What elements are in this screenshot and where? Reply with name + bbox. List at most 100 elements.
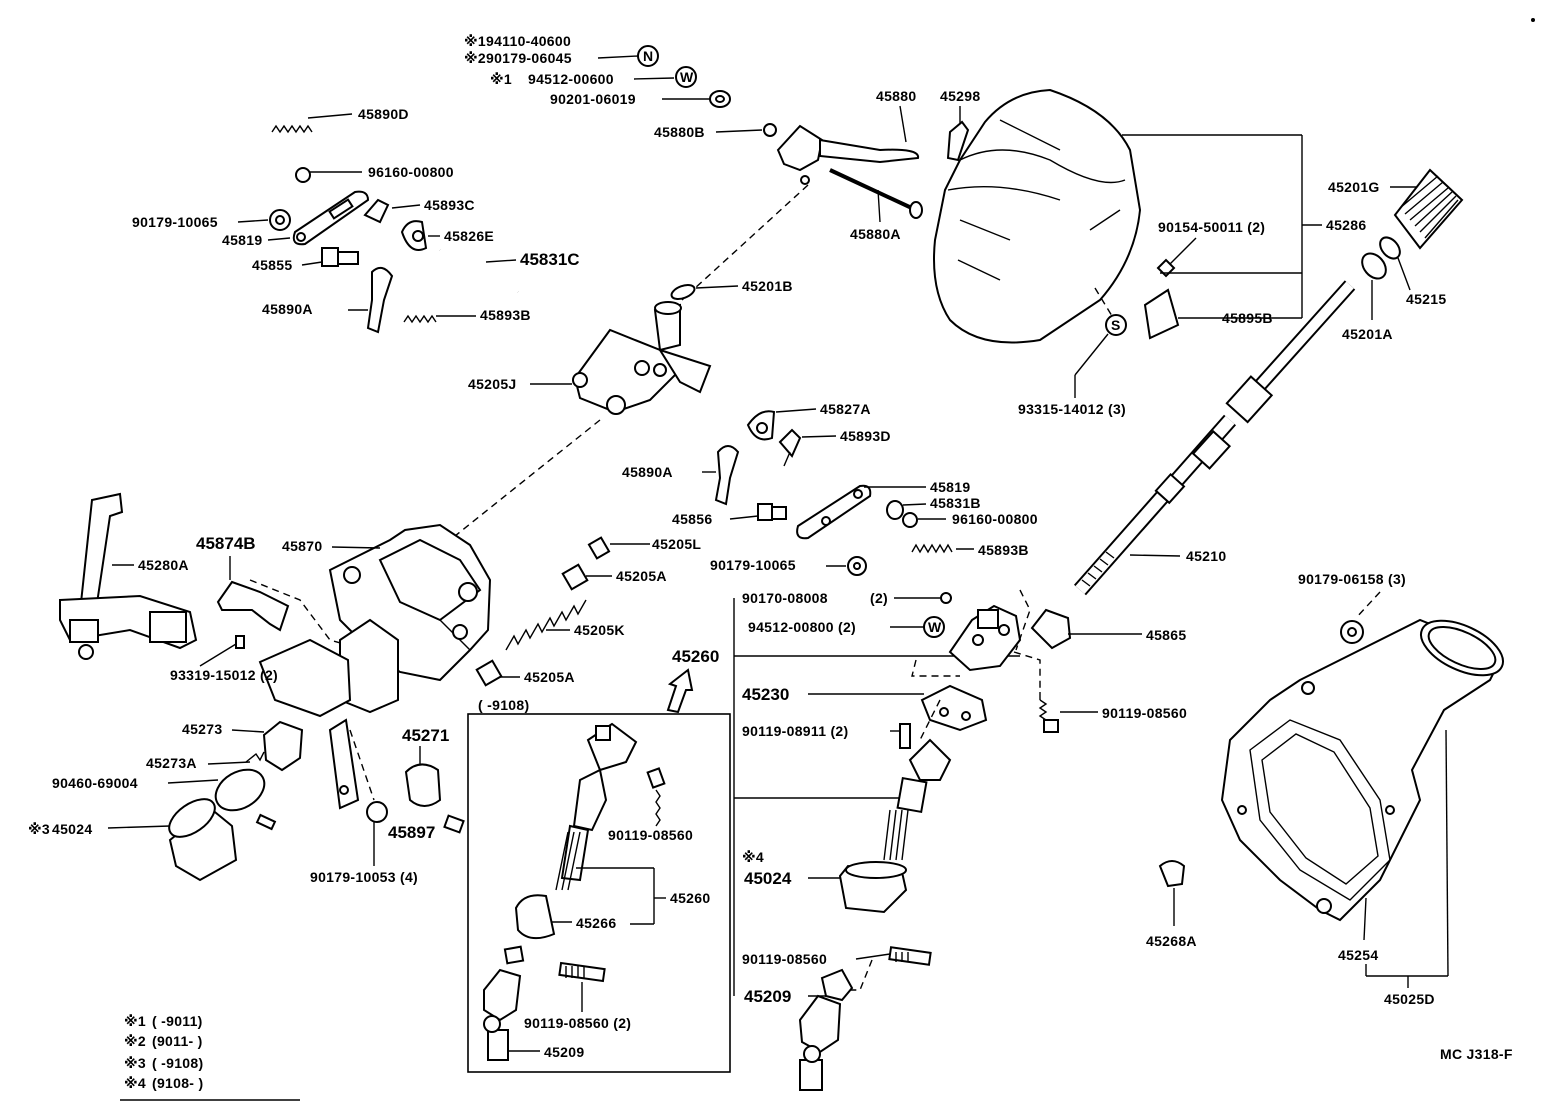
label-45893D: 45893D — [840, 428, 891, 444]
nut-90179-10065-a — [237, 209, 291, 231]
label-90119-08560-d: 90119-08560 (2) — [524, 1015, 631, 1031]
label-94110-40600: 94110-40600 — [486, 33, 571, 49]
circle-W-1: W — [680, 69, 694, 85]
label-90179-10053: 90179-10053 (4) — [310, 869, 418, 885]
label-9108-range: ( -9108) — [478, 697, 529, 713]
label-45280A: 45280A — [138, 557, 189, 573]
bracket-45280A — [59, 492, 198, 660]
label-45201A: 45201A — [1342, 326, 1393, 342]
circle-N: N — [643, 48, 653, 64]
label-45286: 45286 — [1326, 217, 1366, 233]
label-45273A: 45273A — [146, 755, 197, 771]
bolt-90119-08560-b — [1038, 699, 1098, 733]
sleeve-45205A-a — [561, 563, 612, 591]
bushing-45266 — [514, 894, 572, 940]
label-45271: 45271 — [402, 726, 449, 745]
label-45201G: 45201G — [1328, 179, 1380, 195]
lever-45819-a — [292, 190, 370, 246]
label-90119-08560-a: 90119-08560 — [608, 827, 693, 843]
pin-45855 — [301, 247, 359, 267]
bolt-90119-08560-box — [558, 961, 606, 1012]
spring-45205K — [505, 599, 587, 651]
label-90179-10065-b: 90179-10065 — [710, 557, 796, 573]
label-45215: 45215 — [1406, 291, 1446, 307]
label-45893C: 45893C — [424, 197, 475, 213]
label-45205L: 45205L — [652, 536, 701, 552]
main-shaft-45210 — [1074, 280, 1356, 596]
legend-range-2: (9011- ) — [152, 1033, 203, 1049]
pin-45856 — [757, 503, 787, 521]
label-45895B: 45895B — [1222, 310, 1273, 326]
reference-code: MC J318-F — [1440, 1046, 1513, 1062]
label-45897: 45897 — [388, 823, 435, 842]
boot-45024-b — [838, 861, 908, 914]
label-45025D: 45025D — [1384, 991, 1435, 1007]
label-96160-00800-b: 96160-00800 — [952, 511, 1038, 527]
label-45266: 45266 — [576, 915, 616, 931]
tilt-lever-bracket — [763, 123, 920, 185]
label-45205A-a: 45205A — [616, 568, 667, 584]
marker-3: ※3 — [28, 821, 50, 837]
label-45205J: 45205J — [468, 376, 517, 392]
legend-mark-1: ※1 — [124, 1013, 146, 1029]
lever-45819-b — [796, 484, 926, 540]
legend-mark-2: ※2 — [124, 1033, 146, 1049]
label-45230: 45230 — [742, 685, 789, 704]
label-90179-10065-a: 90179-10065 — [132, 214, 218, 230]
bracket-45893D — [778, 428, 837, 467]
label-45880A: 45880A — [850, 226, 901, 242]
marker-1b: ※1 — [490, 71, 512, 87]
label-45827A: 45827A — [820, 401, 871, 417]
label-45855: 45855 — [252, 257, 292, 273]
sleeve-45865 — [1030, 608, 1142, 650]
bracket-45205J — [572, 301, 712, 415]
joint-45230 — [920, 684, 988, 732]
label-90179-06158: 90179-06158 (3) — [1298, 571, 1406, 587]
label-90119-08560-c: 90119-08560 — [742, 951, 827, 967]
label-45890D: 45890D — [358, 106, 409, 122]
label-45024-b: 45024 — [744, 869, 792, 888]
clip-96160-00800 — [295, 167, 362, 183]
label-45210: 45210 — [1186, 548, 1226, 564]
label-90170-qty: (2) — [870, 590, 888, 606]
u-joint-45209-a — [483, 945, 525, 1061]
marker-2a: ※2 — [464, 50, 486, 66]
label-90154-50011: 90154-50011 (2) — [1158, 219, 1265, 235]
circle-S: S — [1111, 317, 1121, 333]
label-45831B: 45831B — [930, 495, 981, 511]
housing-45254 — [1220, 618, 1504, 922]
rod-45880A — [829, 168, 923, 223]
label-45268A: 45268A — [1146, 933, 1197, 949]
label-90119-08560-b: 90119-08560 — [1102, 705, 1187, 721]
bolt-90119-08560-c — [888, 946, 932, 966]
label-45893B-a: 45893B — [480, 307, 531, 323]
column-cover-45286 — [933, 88, 1142, 344]
label-90179-06045: 90179-06045 — [486, 50, 572, 66]
shaft-assembly-box — [467, 713, 731, 1073]
legend-range-3: ( -9108) — [152, 1055, 203, 1071]
legend-range-4: (9108- ) — [152, 1075, 203, 1091]
label-45819-b: 45819 — [930, 479, 970, 495]
label-45819-a: 45819 — [222, 232, 262, 248]
boot-45024-a — [168, 798, 238, 882]
label-45893B-b: 45893B — [978, 542, 1029, 558]
column-body-45870 — [258, 523, 492, 810]
label-96160-00800-a: 96160-00800 — [368, 164, 454, 180]
label-45890A-a: 45890A — [262, 301, 313, 317]
spring-45893B-b — [911, 543, 974, 554]
label-90170-08008: 90170-08008 — [742, 590, 828, 606]
marker-4: ※4 — [742, 849, 764, 865]
label-45209-b: 45209 — [744, 987, 791, 1006]
cam-45826E — [400, 220, 440, 251]
label-90201-06019: 90201-06019 — [550, 91, 636, 107]
bolt-45205L — [587, 536, 650, 560]
label-45880B: 45880B — [654, 124, 705, 140]
label-45260-box: 45260 — [670, 890, 710, 906]
marker-1a: ※1 — [464, 33, 486, 49]
bracket-45893C — [363, 198, 421, 224]
shaft-45831C — [439, 248, 519, 294]
lever-45890A-b — [702, 445, 740, 506]
bolt-90119-08911 — [883, 723, 952, 861]
label-45826E: 45826E — [444, 228, 494, 244]
